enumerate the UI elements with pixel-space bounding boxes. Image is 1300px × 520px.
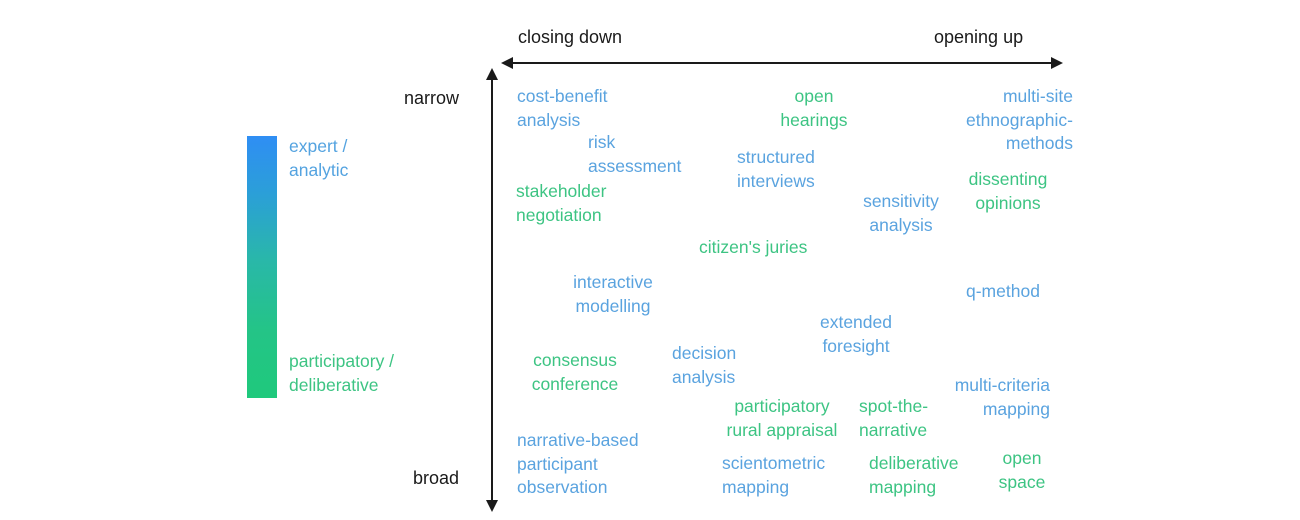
method-label-spot-the-narrative: spot-the- narrative [859, 396, 929, 440]
vertical-axis-line [491, 78, 493, 504]
method-label-deliberative-mapping: deliberative mapping [869, 453, 959, 497]
method-label-decision-analysis: decision analysis [672, 343, 737, 387]
method-label-sensitivity-analysis: sensitivity analysis [863, 191, 939, 235]
axis-label-closing-down: closing down [518, 27, 623, 47]
method-label-stakeholder-negotiation: stakeholder negotiation [516, 181, 607, 225]
method-label-participatory-rural-appraisal: participatory rural appraisal [726, 396, 838, 440]
method-label-q-method: q-method [966, 281, 1040, 301]
axis-label-narrow: narrow [404, 88, 460, 108]
vertical-axis-arrow-up-icon [486, 68, 498, 80]
axis-label-opening-up: opening up [934, 27, 1024, 47]
method-label-cost-benefit-analysis: cost-benefit analysis [517, 86, 608, 130]
method-label-structured-interviews: structured interviews [737, 147, 815, 191]
method-label-interactive-modelling: interactive modelling [573, 272, 653, 316]
legend-label-expert-analytic: expert / analytic [289, 136, 349, 180]
method-label-scientometric-mapping: scientometric mapping [722, 453, 826, 497]
method-label-consensus-conference: consensus conference [531, 350, 619, 394]
method-label-risk-assessment: risk assessment [588, 132, 682, 176]
method-label-open-space: open space [998, 448, 1046, 492]
method-label-dissenting-opinions: dissenting opinions [968, 169, 1048, 213]
axis-label-broad: broad [413, 468, 460, 488]
horizontal-axis-arrow-left-icon [501, 57, 513, 69]
vertical-axis-arrow-down-icon [486, 500, 498, 512]
legend-label-participatory-deliberative: participatory / deliberative [289, 351, 395, 395]
method-label-citizens-juries: citizen's juries [699, 237, 808, 257]
legend-gradient-bar [247, 136, 277, 398]
method-label-multi-site-ethnographic-methods: multi-site ethnographic- methods [965, 86, 1073, 153]
method-label-narrative-based-participant-observation: narrative-based participant observation [517, 430, 639, 497]
horizontal-axis-arrow-right-icon [1051, 57, 1063, 69]
method-label-multi-criteria-mapping: multi-criteria mapping [954, 375, 1050, 419]
method-label-extended-foresight: extended foresight [819, 312, 892, 356]
method-label-open-hearings: open hearings [780, 86, 848, 130]
horizontal-axis-line [512, 62, 1054, 64]
